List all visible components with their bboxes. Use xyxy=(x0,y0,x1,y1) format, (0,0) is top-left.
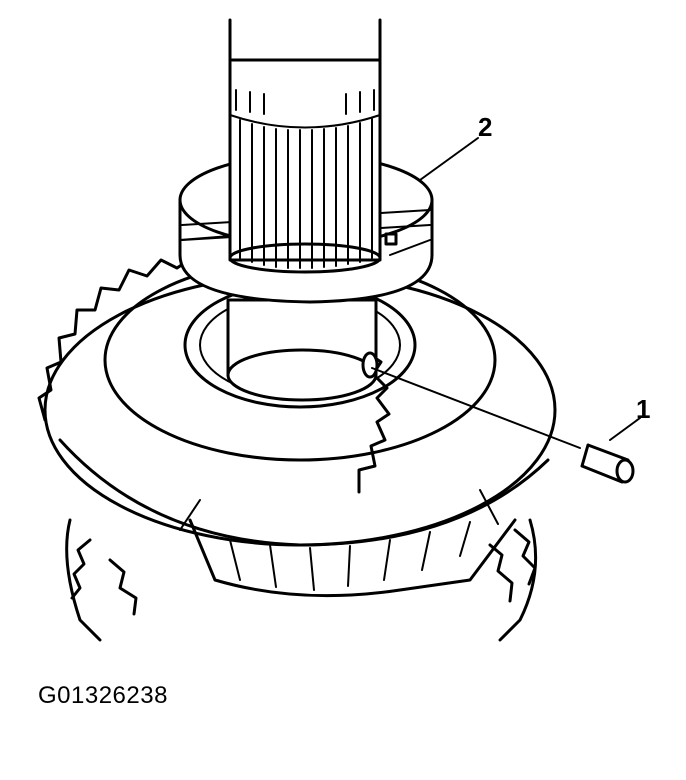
shaft xyxy=(226,298,379,402)
callout-2-label: 2 xyxy=(478,112,493,142)
roll-pin xyxy=(580,443,635,484)
leader-lines xyxy=(371,137,641,449)
figure-id: G01326238 xyxy=(38,682,168,709)
main-gear xyxy=(37,254,557,598)
callout-1-label: 1 xyxy=(636,394,651,424)
splined-shaft xyxy=(228,18,398,274)
lower-gear xyxy=(65,518,538,642)
